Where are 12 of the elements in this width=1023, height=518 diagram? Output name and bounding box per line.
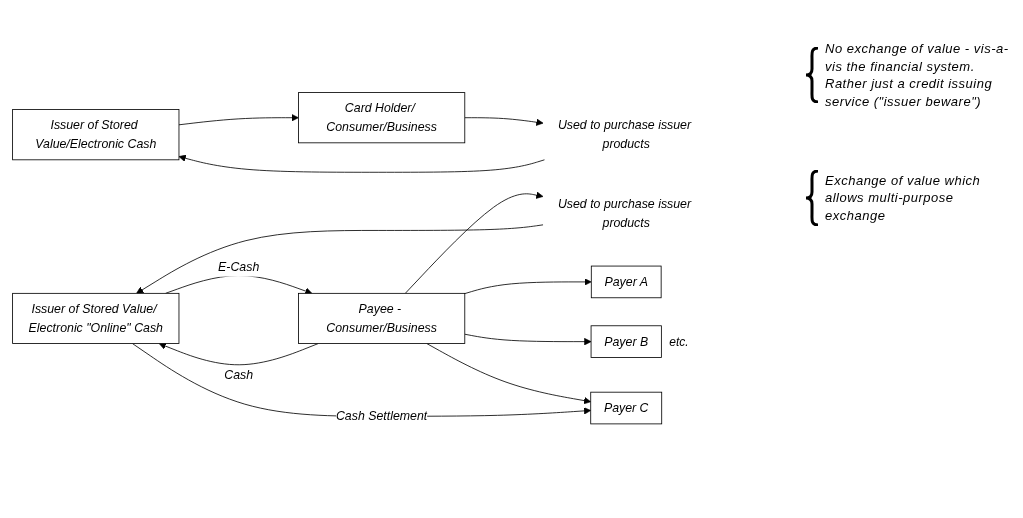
process-box: Card Holder/ Consumer/Business (298, 92, 466, 144)
process-box: Payer C (590, 391, 663, 425)
note-text: Exchange of value which allows multi-purpose exchange (825, 171, 982, 225)
process-box: Payee - Consumer/Business (298, 292, 466, 344)
process-box: Payer A (590, 265, 662, 299)
note-text: Used to purchase issuer products (557, 117, 692, 151)
process-box: Issuer of Stored Value/ Electronic "Online" Cash (12, 292, 180, 344)
note-text: Used to purchase issuer products (557, 196, 692, 229)
side-note: etc. (669, 334, 689, 349)
process-box: Payer B (590, 325, 662, 358)
note-text: No exchange of value - vis-a-vis the financial system. Rather just a credit issuing service ("issuer beware") (825, 40, 1010, 111)
process-box: Issuer of Stored Value/Electronic Cash (12, 109, 180, 161)
